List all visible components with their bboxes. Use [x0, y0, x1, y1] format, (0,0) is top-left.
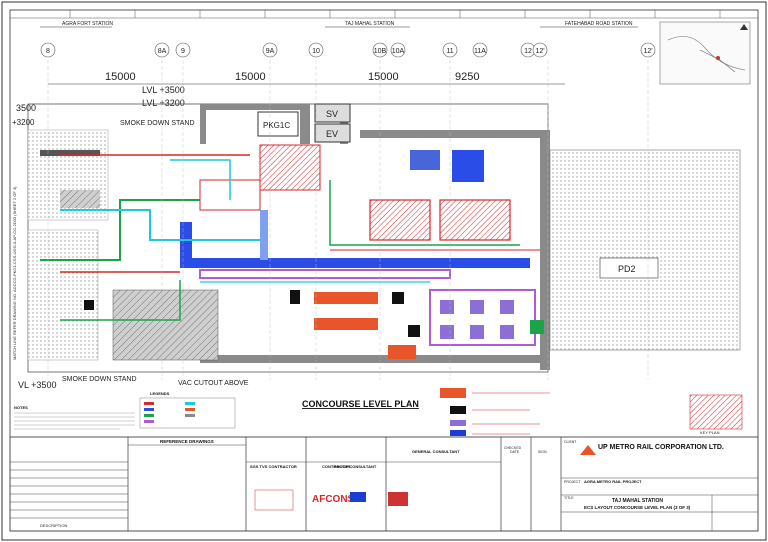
grid-bubble-label: 11A: [474, 48, 486, 55]
plan-drawing: PKG1C SV EV: [27, 60, 741, 387]
key-plan-label: KEY PLAN: [700, 430, 720, 435]
smoke-down-stand-top: SMOKE DOWN STAND: [120, 120, 195, 127]
grid-bubble: [640, 42, 656, 58]
level-3200-left: +3200: [12, 118, 35, 127]
location-map: [659, 21, 751, 85]
client-name: UP METRO RAIL CORPORATION LTD.: [598, 444, 724, 451]
level-labels: LVL +3500 LVL +3200 3500 +3200 VL +3500: [12, 85, 185, 390]
room-pkg: PKG1C: [263, 121, 290, 130]
contractor-label: CONTRACTOR: [322, 464, 350, 469]
project-label: PROJECT: [564, 480, 581, 484]
grid-bubble: [154, 42, 170, 58]
match-line-note: MATCH LINE REFER DRAWING NO. AGCCG-PKG1-…: [12, 186, 17, 360]
grid-bubble-label: 10B: [374, 48, 387, 55]
frame-ticks: [10, 10, 758, 19]
station-center: TAJ MAHAL STATION: [345, 21, 395, 27]
grid-bubble: [40, 42, 56, 58]
grid-bubble-label: 9: [181, 48, 185, 55]
grid-bubble-label: 12': [643, 48, 652, 55]
description-label: DESCRIPTION: [40, 523, 67, 528]
grid-bubble-label: 10A: [392, 48, 405, 55]
level-3500-left: 3500: [16, 103, 36, 113]
grid-bubble: [308, 42, 324, 58]
title-line-1: TAJ MAHAL STATION: [612, 498, 663, 504]
smoke-down-stand-bottom: SMOKE DOWN STAND: [62, 376, 137, 383]
legends-block: LEGENDS NOTES: [14, 391, 236, 430]
plan-title: CONCOURSE LEVEL PLAN: [302, 399, 419, 409]
station-left: AGRA FORT STATION: [62, 21, 113, 27]
sign-label: SIGN: [538, 450, 547, 454]
grid-bubble: [262, 42, 278, 58]
station-right: FATEHABAD ROAD STATION: [565, 21, 633, 27]
proof-consultant-label: PROOF CONSULTANT: [334, 464, 377, 469]
grid-bubble: [442, 42, 458, 58]
gc-contractor-label: SGS TVS CONTRACTOR: [250, 464, 297, 469]
grid-bubble: [532, 42, 548, 58]
notes-title: NOTES: [14, 405, 28, 410]
gc-logo: [254, 489, 294, 511]
grid-bubble-label: 11: [446, 48, 453, 55]
station-headers: AGRA FORT STATION TAJ MAHAL STATION FATE…: [40, 21, 638, 28]
vac-cutout-label: VAC CUTOUT ABOVE: [178, 380, 249, 387]
contractor-logo: AFCONS: [312, 494, 355, 505]
reference-drawings-title: REFERENCE DRAWINGS: [160, 439, 214, 444]
title-block: REFERENCE DRAWINGS DESCRIPTION SGS TVS C…: [9, 436, 759, 532]
legends-title: LEGENDS: [150, 391, 170, 396]
title-line-2: ECS LAYOUT CONCOURSE LEVEL PLAN (3 OF 3): [584, 505, 691, 510]
grid-bubble-label: 8: [46, 48, 50, 55]
date-label: DATE: [510, 450, 520, 454]
general-consultant-logo: [388, 492, 408, 506]
dimension-1: 15000: [105, 71, 136, 83]
dimension-4: 9250: [455, 71, 479, 83]
level-3200: LVL +3200: [142, 98, 185, 108]
checked-label: CHECKED: [504, 446, 522, 450]
grid-bubble: [372, 42, 388, 58]
client-label: CLIENT: [564, 440, 577, 444]
general-consultant-label: GENERAL CONSULTANT: [412, 449, 460, 454]
level-3500-top: LVL +3500: [142, 85, 185, 95]
dimension-line: 15000 15000 15000 9250: [48, 71, 565, 85]
room-ev: EV: [326, 129, 338, 139]
uprmrc-logo: [580, 445, 596, 455]
grid-bubble: [175, 42, 191, 58]
grid-bubble: [472, 42, 488, 58]
room-sv: SV: [326, 109, 338, 119]
color-legend: KEY PLAN: [440, 388, 743, 436]
grid-bubble: [390, 42, 406, 58]
level-3500-bottom: VL +3500: [18, 380, 56, 390]
grid-bubble-label: 8A: [158, 48, 167, 55]
dimension-2: 15000: [235, 71, 266, 83]
project-name: AGRA METRO RAIL PROJECT: [584, 479, 642, 484]
room-pd2: PD2: [618, 264, 636, 274]
grid-bubble-label: 9A: [266, 48, 275, 55]
dimension-3: 15000: [368, 71, 399, 83]
grid-bubble-label: 10: [312, 48, 320, 55]
title-label: TITLE: [564, 496, 574, 500]
proof-consultant-logo: [350, 492, 366, 502]
grid-bubble-label: 12: [524, 48, 532, 55]
grid-bubble-label: 12': [535, 48, 544, 55]
